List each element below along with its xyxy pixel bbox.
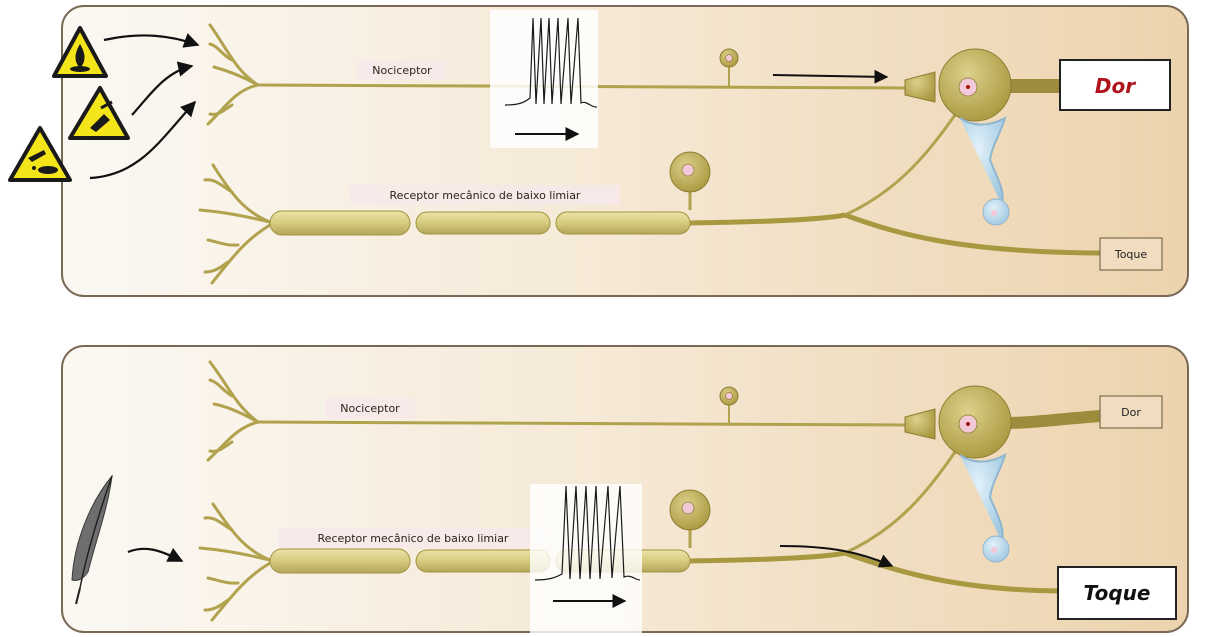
top-nociceptor-nucleus <box>726 55 733 62</box>
top-mechano-label: Receptor mecânico de baixo limiar <box>390 189 581 202</box>
bottom-spike-trace-box <box>530 484 642 634</box>
bottom-mechano-nucleus <box>682 502 694 514</box>
top-panel: Nociceptor <box>10 6 1188 296</box>
bottom-output-touch-label: Toque <box>1084 581 1151 605</box>
bottom-output-pain: Dor <box>1100 396 1162 428</box>
bottom-output-pain-label: Dor <box>1121 406 1141 419</box>
bottom-spike-trace <box>530 484 642 634</box>
top-mechano-myelin <box>270 211 690 235</box>
top-spike-trace-box <box>490 10 598 148</box>
top-mechano-nucleus <box>682 164 694 176</box>
top-projection-nucleolus <box>966 85 970 89</box>
bottom-projection-nucleolus <box>966 422 970 426</box>
top-output-pain-label: Dor <box>1095 74 1136 98</box>
top-output-touch: Toque <box>1100 238 1162 270</box>
bottom-output-touch: Toque <box>1058 567 1176 619</box>
top-spike-trace <box>490 10 598 148</box>
bottom-nociceptor-label: Nociceptor <box>340 402 400 415</box>
top-output-pain: Dor <box>1060 60 1170 110</box>
bottom-interneuron-nucleus <box>991 547 997 553</box>
top-nociceptor-label: Nociceptor <box>372 64 432 77</box>
top-output-touch-label: Toque <box>1114 248 1148 261</box>
top-interneuron-nucleus <box>991 210 997 216</box>
bottom-nociceptor-nucleus <box>726 393 733 400</box>
bottom-projection-axon <box>1005 416 1100 423</box>
bottom-mechano-label: Receptor mecânico de baixo limiar <box>318 532 509 545</box>
bottom-panel: Nociceptor Receptor <box>62 346 1188 634</box>
